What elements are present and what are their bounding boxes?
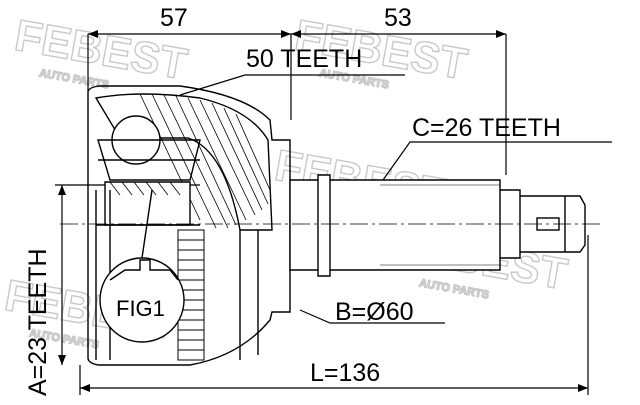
hatching-upper [139, 93, 271, 229]
arrow-left-down [58, 355, 66, 365]
fig1-label: FIG1 [116, 296, 165, 321]
arrow-mid-left-top [281, 30, 291, 38]
arrow-right-top [496, 30, 506, 38]
teeth-outer-label: 50 TEETH [246, 45, 363, 73]
housing-outline [87, 85, 291, 366]
arrow-left-top [88, 30, 98, 38]
fig1-tooth-profile [109, 259, 179, 281]
shaft-splines [380, 184, 500, 266]
shaft-outline [289, 174, 586, 277]
arrow-left-up [58, 185, 66, 195]
arrow-left-bottom [80, 384, 90, 392]
leader-50-teeth [179, 74, 405, 96]
arrow-right-bottom [578, 384, 588, 392]
teeth-inner-label: A=23 TEETH [24, 248, 52, 396]
leader-shaft-teeth [382, 141, 612, 181]
dim-label-53: 53 [384, 4, 412, 32]
arrow-mid-right-top [291, 30, 301, 38]
leader-boot-diameter [299, 309, 445, 324]
total-length-label: L=136 [310, 359, 381, 387]
teeth-shaft-label: C=26 TEETH [412, 114, 561, 142]
boot-diameter-label: B=Ø60 [335, 298, 414, 326]
hatching-inner [109, 181, 181, 196]
cage-outline [97, 139, 201, 181]
dim-label-57: 57 [160, 4, 188, 32]
cv-joint-part [87, 85, 586, 366]
